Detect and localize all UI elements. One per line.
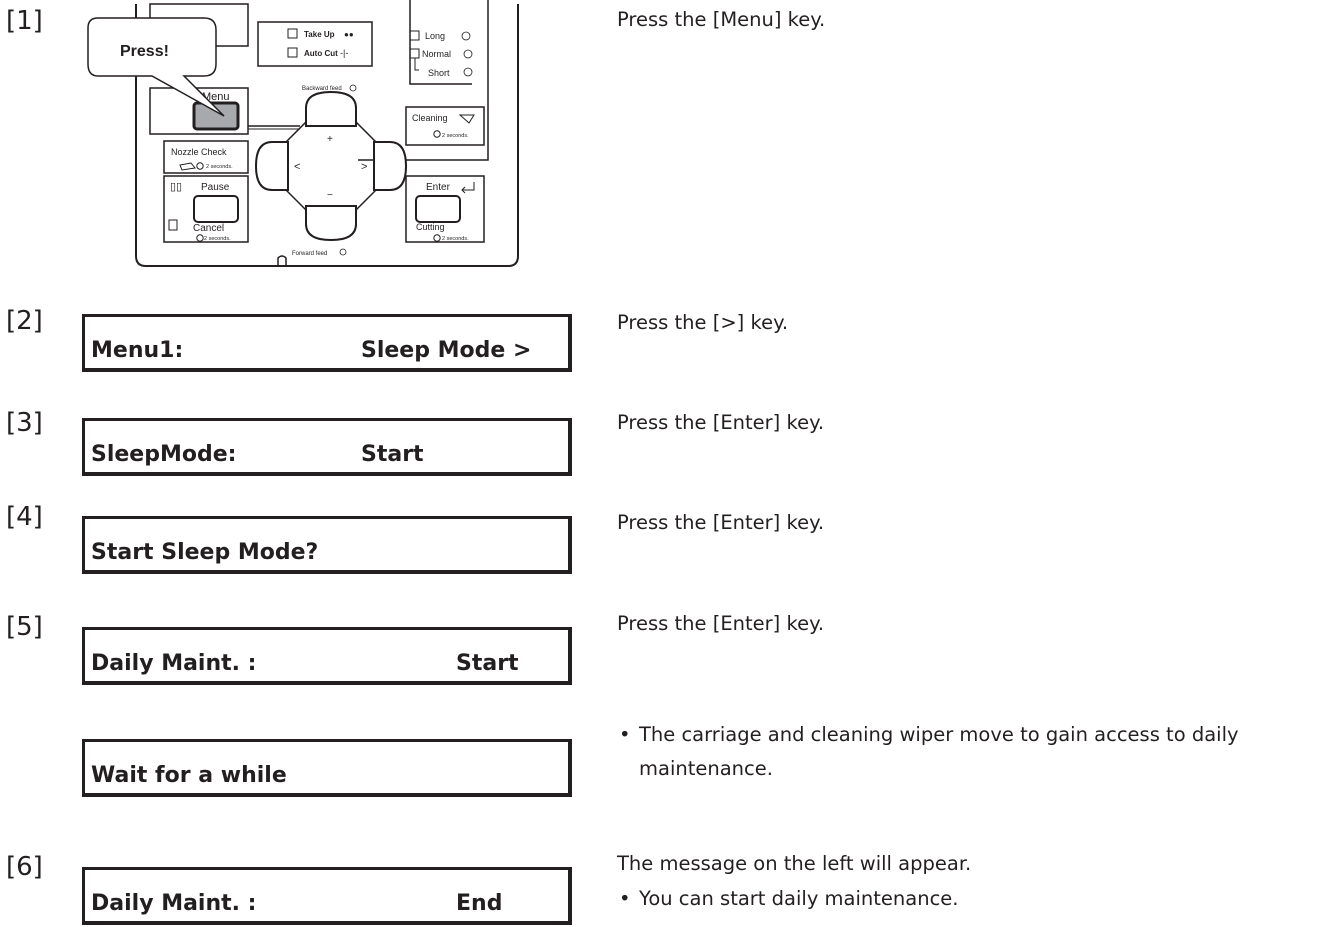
bullet-step-6: • You can start daily maintenance.	[619, 882, 1219, 916]
press-callout-text: Press!	[120, 43, 169, 60]
two-seconds-cutting: 2 seconds.	[442, 236, 469, 242]
hand-icon	[179, 162, 196, 171]
dpad-up-key	[305, 90, 357, 127]
short-icon	[463, 67, 473, 77]
pause-icon: ▯▯	[170, 181, 182, 193]
auto-cut-checkbox	[287, 47, 298, 58]
instruction-step-4: Press the [Enter] key.	[617, 511, 825, 534]
lcd-display-step-6: Daily Maint. : End	[82, 867, 572, 925]
cutting-label: Cutting	[416, 222, 445, 232]
pause-cancel-key	[193, 195, 239, 223]
enter-arrow-icon	[461, 182, 475, 194]
clock-icon-4	[433, 234, 441, 242]
normal-checkbox	[409, 48, 420, 59]
clock-icon-3	[433, 130, 441, 138]
lcd-display-step-3: SleepMode: Start	[82, 418, 572, 476]
lcd-display-step-2: Menu1: Sleep Mode >	[82, 314, 572, 372]
menu-key	[192, 101, 240, 131]
nozzle-check-label: Nozzle Check	[171, 147, 227, 157]
lcd-text-left: Start Sleep Mode?	[91, 540, 319, 565]
lcd-text-left: Wait for a while	[91, 763, 287, 788]
take-up-icon: ●●	[344, 30, 354, 39]
bullet-line-1: The carriage and cleaning wiper move to …	[639, 723, 1239, 746]
press-callout	[87, 17, 225, 117]
normal-icon	[463, 49, 473, 59]
forward-feed-label: Forward feed	[292, 251, 327, 257]
lcd-text-right: Start	[361, 442, 424, 467]
two-seconds-label: 2 seconds.	[206, 164, 233, 170]
auto-cut-icon: -|-	[340, 48, 348, 58]
cleaning-label: Cleaning	[412, 113, 448, 123]
instruction-step-3: Press the [Enter] key.	[617, 411, 825, 434]
take-up-label: Take Up	[304, 30, 335, 39]
long-icon	[461, 31, 471, 41]
instruction-step-2: Press the [>] key.	[617, 311, 789, 334]
take-up-checkbox	[287, 28, 298, 39]
auto-cut-label: Auto Cut	[304, 49, 338, 58]
lcd-text-left: SleepMode:	[91, 442, 237, 467]
normal-label: Normal	[422, 49, 451, 59]
cancel-label: Cancel	[193, 223, 224, 234]
bullet-wait-note: • The carriage and cleaning wiper move t…	[619, 718, 1319, 786]
enter-key	[415, 195, 461, 223]
bullet-marker: •	[619, 887, 631, 910]
step-number-2: [2]	[6, 306, 43, 336]
lcd-text-right: End	[456, 891, 503, 916]
left-label: <	[294, 161, 300, 173]
backward-feed-icon	[349, 84, 357, 92]
step-number-1: [1]	[6, 6, 43, 36]
instruction-step-1: Press the [Menu] key.	[617, 8, 826, 31]
two-seconds-cancel: 2 seconds.	[204, 236, 231, 242]
wiper-icon	[458, 114, 475, 124]
lcd-display-wait: Wait for a while	[82, 739, 572, 797]
clock-icon	[196, 162, 204, 170]
lcd-text-left: Daily Maint. :	[91, 891, 257, 916]
enter-label: Enter	[426, 182, 451, 193]
pause-label: Pause	[201, 182, 230, 193]
lcd-text-right: Sleep Mode >	[361, 338, 532, 363]
trash-icon	[168, 219, 178, 231]
long-label: Long	[425, 31, 445, 41]
right-label: >	[361, 161, 367, 173]
long-checkbox	[409, 30, 420, 41]
instruction-step-5: Press the [Enter] key.	[617, 612, 825, 635]
dpad-left-key	[254, 141, 289, 191]
clock-icon-2	[196, 234, 204, 242]
forward-feed-icon	[339, 248, 347, 256]
short-label: Short	[428, 68, 450, 78]
lcd-display-step-4: Start Sleep Mode?	[82, 516, 572, 574]
minus-label: −	[327, 190, 333, 201]
plus-label: +	[327, 134, 333, 145]
backward-feed-label: Backward feed	[302, 86, 342, 92]
bullet-marker: •	[619, 723, 631, 746]
operation-panel-illustration: Menu Nozzle Check 2 seconds. ▯▯ Pause Ca…	[87, 0, 519, 267]
step-number-3: [3]	[6, 408, 43, 438]
step-number-4: [4]	[6, 502, 43, 532]
instruction-step-6: The message on the left will appear.	[617, 852, 972, 875]
two-seconds-cleaning: 2 seconds.	[442, 133, 469, 139]
dpad-right-key	[373, 141, 408, 191]
bullet-line-2: maintenance.	[639, 757, 773, 780]
bullet-text: You can start daily maintenance.	[639, 887, 959, 910]
step-number-6: [6]	[6, 852, 43, 882]
lcd-text-left: Daily Maint. :	[91, 651, 257, 676]
lcd-display-step-5: Daily Maint. : Start	[82, 627, 572, 685]
lcd-text-right: Start	[456, 651, 519, 676]
step-number-5: [5]	[6, 612, 43, 642]
lcd-text-left: Menu1:	[91, 338, 184, 363]
dpad-down-key	[305, 205, 357, 242]
